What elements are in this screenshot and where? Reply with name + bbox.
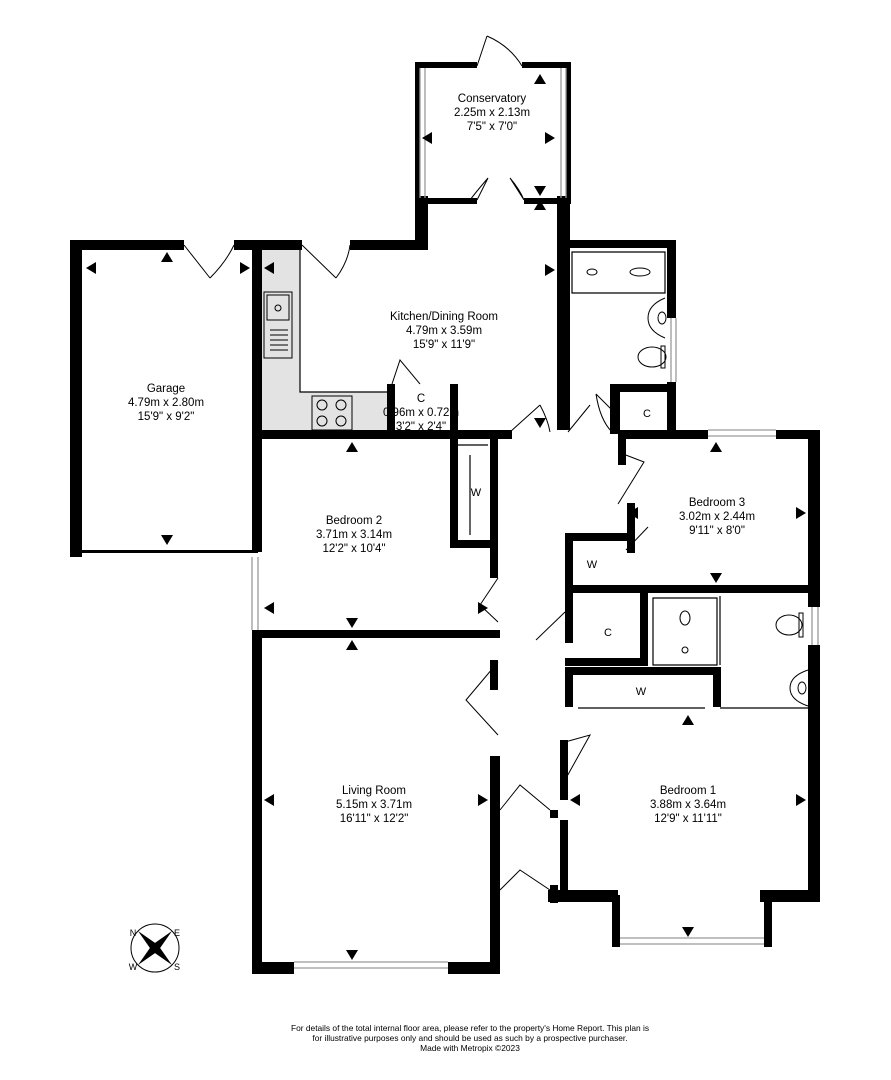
- compass-w: W: [129, 962, 138, 972]
- conservatory-imperial: 7'5" x 7'0": [467, 121, 517, 133]
- living-metric: 5.15m x 3.71m: [336, 799, 412, 811]
- walls: [70, 62, 820, 974]
- footer-line-3: Made with Metropix ©2023: [420, 1043, 520, 1053]
- hall-cupboard-label: C: [604, 627, 612, 639]
- kitchen-metric: 4.79m x 3.59m: [406, 325, 482, 337]
- bedroom3-wardrobe-label: W: [587, 559, 598, 571]
- compass-icon: N E S W: [129, 923, 180, 973]
- footer-line-2: for illustrative purposes only and shoul…: [312, 1033, 628, 1043]
- footer-line-1: For details of the total internal floor …: [290, 1023, 650, 1033]
- bedroom3-name: Bedroom 3: [689, 497, 745, 509]
- inner-lines: [299, 250, 808, 709]
- bath-cupboard-label: C: [643, 408, 651, 420]
- garage-metric: 4.79m x 2.80m: [128, 397, 204, 409]
- cupboard-name: C: [417, 393, 425, 405]
- doors: [183, 35, 649, 891]
- footer-disclaimer: For details of the total internal floor …: [250, 1023, 690, 1053]
- kitchen-worktop: [262, 250, 388, 432]
- bedroom1-wardrobe-label: W: [636, 686, 647, 698]
- compass-n: N: [130, 928, 137, 938]
- garage-name: Garage: [147, 383, 185, 395]
- conservatory-metric: 2.25m x 2.13m: [454, 107, 530, 119]
- bedroom3-imperial: 9'11" x 8'0": [689, 525, 745, 537]
- kitchen-fixtures: [263, 291, 353, 431]
- conservatory-name: Conservatory: [458, 93, 527, 105]
- compass-s: S: [174, 962, 180, 972]
- living-imperial: 16'11" x 12'2": [340, 813, 409, 825]
- cupboard-metric: 0.96m x 0.72m: [383, 407, 459, 419]
- bedroom1-imperial: 12'9" x 11'11": [654, 813, 722, 825]
- kitchen-name: Kitchen/Dining Room: [390, 311, 498, 323]
- bedroom2-wardrobe-label: W: [471, 487, 482, 499]
- bedroom2-imperial: 12'2" x 10'4": [322, 543, 385, 555]
- compass-e: E: [174, 928, 180, 938]
- dimension-arrows: [86, 74, 806, 960]
- cupboard-imperial: 3'2" x 2'4": [396, 421, 446, 433]
- storage-labels: C C W W W: [471, 408, 651, 698]
- kitchen-imperial: 15'9" x 11'9": [413, 339, 475, 351]
- bathroom-fixtures: [586, 267, 809, 707]
- garage-imperial: 15'9" x 9'2": [138, 411, 195, 423]
- bedroom1-metric: 3.88m x 3.64m: [650, 799, 726, 811]
- bedroom2-name: Bedroom 2: [326, 515, 382, 527]
- bedroom2-metric: 3.71m x 3.14m: [316, 529, 392, 541]
- room-labels: Conservatory 2.25m x 2.13m 7'5" x 7'0" K…: [128, 93, 755, 825]
- bedroom3-metric: 3.02m x 2.44m: [679, 511, 755, 523]
- windows: [251, 68, 819, 969]
- living-name: Living Room: [342, 785, 406, 797]
- bedroom1-name: Bedroom 1: [660, 785, 716, 797]
